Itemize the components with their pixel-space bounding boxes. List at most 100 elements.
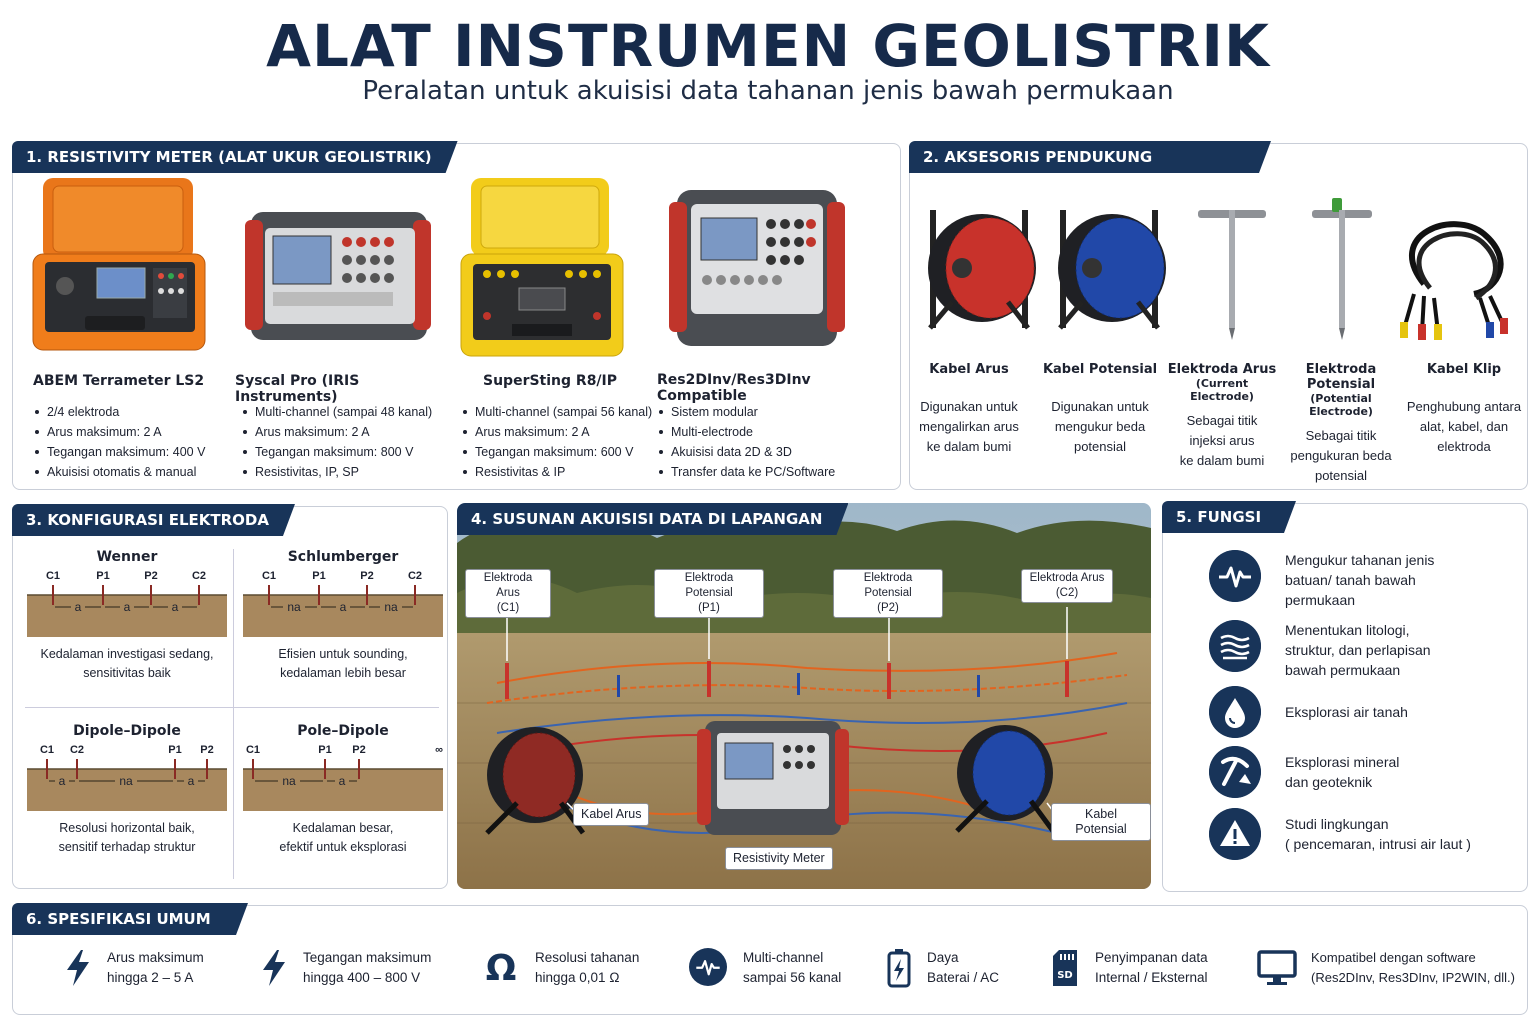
spec-text: Kompatibel dengan software (Res2DInv, Re…: [1311, 948, 1515, 988]
config-desc: Kedalaman investigasi sedang,sensitivita…: [27, 645, 227, 683]
label-line: (P1): [698, 602, 720, 614]
abem-terrameter-image: [32, 178, 206, 351]
spec-item: Tegangan maksimum: 600 V: [461, 442, 652, 462]
device-supersting: SuperSting R8/IP Multi-channel (sampai 5…: [453, 176, 653, 479]
accessory-desc: Digunakan untuk mengukur beda potensial: [1038, 397, 1162, 457]
field-resistivity-meter: [697, 721, 849, 835]
spec-item: Daya Baterai / AC: [887, 948, 1017, 998]
config-name: Dipole–Dipole: [73, 723, 181, 739]
accessory-name: Elektroda Arus: [1167, 362, 1277, 377]
accessory-name: Kabel Klip: [1426, 362, 1502, 377]
device-syscal: Syscal Pro (IRIS Instruments) Multi-chan…: [229, 176, 444, 479]
spec-item: Tegangan maksimum: 400 V: [33, 442, 205, 462]
desc-line: Efisien untuk sounding,: [278, 647, 408, 661]
label-line: (C2): [1055, 587, 1079, 599]
text-line: Eksplorasi air tanah: [1285, 704, 1408, 720]
electrode-label: C1: [262, 570, 276, 582]
label-resistivity-meter: Resistivity Meter: [725, 847, 833, 870]
sd-card-icon: SD: [1053, 950, 1077, 986]
text-line: struktur, dan perlapisan: [1285, 642, 1431, 658]
svg-text:Ω: Ω: [486, 948, 517, 988]
electrode-stake: [150, 585, 152, 605]
device-abem: ABEM Terrameter LS2 2/4 elektroda Arus m…: [25, 176, 235, 479]
label-kabel-potensial: Kabel Potensial: [1051, 803, 1151, 841]
electrode-label: C2: [70, 744, 84, 756]
desc-line: Resolusi horizontal baik,: [59, 821, 195, 835]
water-drop-icon: [1209, 686, 1261, 738]
desc-line: alat, kabel, dan: [1419, 419, 1509, 434]
accessory-kabel-potensial: Kabel Potensial Digunakan untuk mengukur…: [1038, 362, 1162, 457]
section-title-1: 1. RESISTIVITY METER (ALAT UKUR GEOLISTR…: [12, 141, 458, 173]
desc-line: mengukur beda: [1054, 419, 1146, 434]
spec-item: Multi-electrode: [657, 422, 835, 442]
panel-spesifikasi: 6. SPESIFIKASI UMUM Arus maksimum hingga…: [12, 905, 1528, 1015]
electrode-stake: [252, 759, 254, 779]
desc-line: injeksi arus: [1189, 433, 1255, 448]
function-text: Studi lingkungan ( pencemaran, intrusi a…: [1285, 814, 1505, 854]
section-title-2: 2. AKSESORIS PENDUKUNG: [909, 141, 1271, 173]
text-line: (Res2DInv, Res3DInv, IP2WIN, dll.): [1311, 970, 1515, 985]
spec-item: Akuisisi otomatis & manual: [33, 462, 205, 482]
label-elektroda-arus-c2: Elektroda Arus (C2): [1021, 569, 1113, 603]
spacing-label: a: [340, 600, 347, 614]
spec-item: Akuisisi data 2D & 3D: [657, 442, 835, 462]
accessory-name: Elektroda Potensial: [1305, 362, 1377, 392]
accessory-desc: Sebagai titik injeksi arus ke dalam bumi: [1166, 411, 1278, 471]
config-name: Pole–Dipole: [297, 723, 389, 739]
spec-item: Arus maksimum: 2 A: [461, 422, 652, 442]
electrode-label: P2: [360, 570, 373, 582]
label-line: Elektroda Potensial: [863, 572, 913, 599]
spacing-label: a: [59, 774, 66, 788]
accessory-subname: (Current Electrode): [1190, 377, 1254, 403]
spacing-label-bg: [278, 774, 300, 787]
electrode-label: P2: [144, 570, 157, 582]
text-line: Penyimpanan data: [1095, 950, 1208, 965]
text-line: dan geoteknik: [1285, 774, 1373, 790]
spacing-label-bg: [120, 600, 134, 613]
section-title-6: 6. SPESIFIKASI UMUM: [12, 903, 248, 935]
label-line: Elektroda Arus: [1029, 572, 1105, 584]
text-line: hingga 400 – 800 V: [303, 970, 421, 985]
spec-text: Tegangan maksimum hingga 400 – 800 V: [303, 948, 431, 988]
device-specs: 2/4 elektroda Arus maksimum: 2 A Teganga…: [33, 402, 205, 482]
label-elektroda-potensial-p1: Elektroda Potensial (P1): [654, 569, 764, 618]
text-line: Resolusi tahanan: [535, 950, 640, 965]
device-specs: Multi-channel (sampai 56 kanal) Arus mak…: [461, 402, 652, 482]
spacing-label-bg: [184, 774, 198, 787]
lightning-icon: [67, 950, 89, 986]
function-text: Mengukur tahanan jenis batuan/ tanah baw…: [1285, 550, 1505, 610]
spec-item: Multi-channel (sampai 56 kanal): [461, 402, 652, 422]
waveform-icon: [1209, 550, 1261, 602]
spec-text: Penyimpanan data Internal / Eksternal: [1095, 948, 1208, 988]
desc-line: ke dalam bumi: [1179, 453, 1265, 468]
spec-text: Multi-channel sampai 56 kanal: [743, 948, 841, 988]
spec-item: Arus maksimum hingga 2 – 5 A: [63, 948, 253, 998]
electrode-stakes: [505, 661, 1069, 699]
desc-line: Sebagai titik: [1186, 413, 1258, 428]
config-name: Schlumberger: [287, 549, 399, 565]
electrode-stake: [46, 759, 48, 779]
device-specs: Sistem modular Multi-electrode Akuisisi …: [657, 402, 835, 482]
electrode-label: P1: [318, 744, 331, 756]
spacing-label: na: [287, 600, 301, 614]
label-kabel-arus: Kabel Arus: [573, 803, 650, 826]
accessory-subname: (Potential Electrode): [1309, 392, 1373, 418]
panel-resistivity-meter: 1. RESISTIVITY METER (ALAT UKUR GEOLISTR…: [12, 143, 901, 490]
electrode-label: C2: [408, 570, 422, 582]
battery-icon: [887, 949, 911, 988]
text-line: Daya: [927, 950, 959, 965]
function-text: Eksplorasi air tanah: [1285, 702, 1505, 722]
clip-cable-icon: [1400, 221, 1508, 340]
spacing-label-bg: [335, 774, 349, 787]
electrode-stake: [198, 585, 200, 605]
spec-item: Arus maksimum: 2 A: [33, 422, 205, 442]
spacing-label-bg: [55, 774, 69, 787]
text-line: Mengukur tahanan jenis: [1285, 552, 1435, 568]
blue-cable-reel-icon: [1058, 210, 1166, 330]
config-name: Wenner: [96, 549, 158, 565]
config-desc: Resolusi horizontal baik,sensitif terhad…: [27, 819, 227, 857]
accessory-elektroda-potensial: Elektroda Potensial (Potential Electrode…: [1280, 362, 1402, 486]
